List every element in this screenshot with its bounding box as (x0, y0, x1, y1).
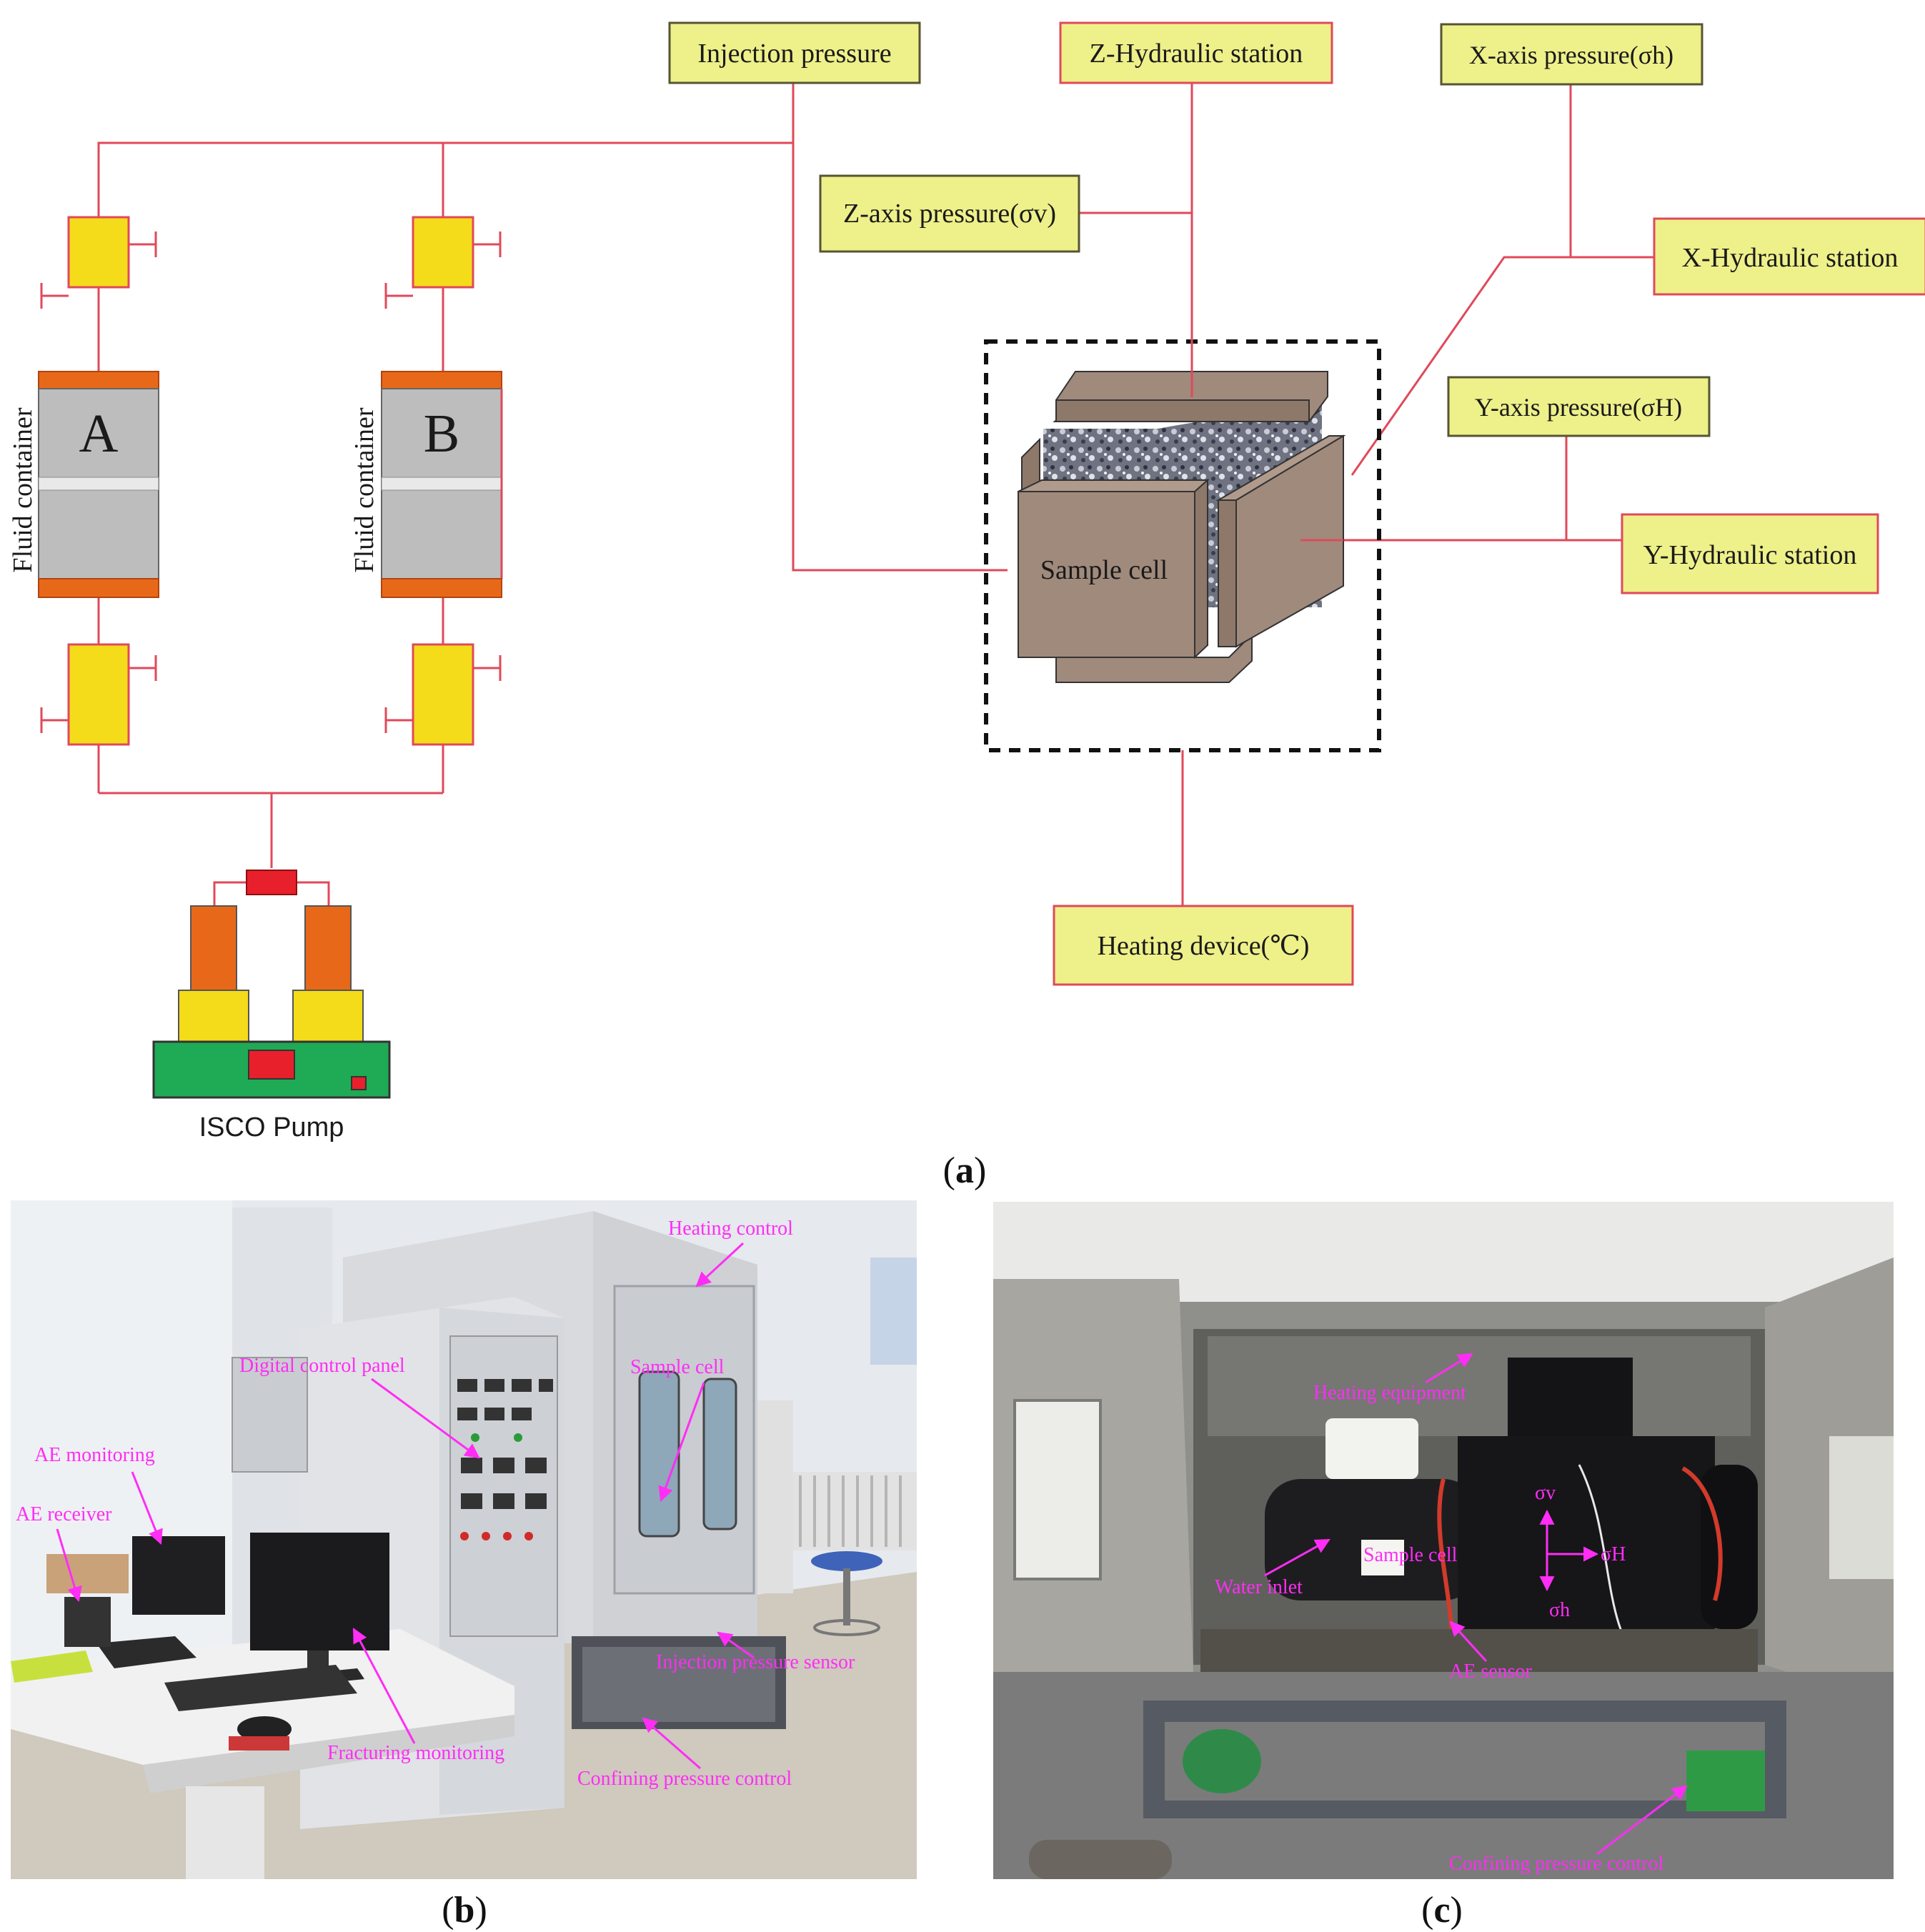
b-confining-pressure-control: Confining pressure control (577, 1768, 792, 1790)
svg-text:Z-axis pressure(σv): Z-axis pressure(σv) (843, 199, 1056, 229)
c-ae-sensor: AE sensor (1449, 1660, 1533, 1683)
svg-text:Z-Hydraulic station: Z-Hydraulic station (1090, 39, 1303, 69)
valves (40, 216, 502, 746)
b-injection-pressure-sensor: Injection pressure sensor (656, 1651, 855, 1673)
label-x-hydraulic-station: X-Hydraulic station (1653, 217, 1925, 296)
container-a-letter: A (79, 404, 119, 464)
b-ae-receiver: AE receiver (16, 1503, 112, 1525)
label-z-hydraulic-station: Z-Hydraulic station (1059, 21, 1333, 84)
c-confining-pressure-control: Confining pressure control (1449, 1853, 1663, 1875)
panel-c-photo: Heating equipment Sample cell Water inle… (993, 1202, 1894, 1931)
label-injection-pressure: Injection pressure (668, 21, 921, 84)
b-digital-control-panel: Digital control panel (239, 1355, 405, 1377)
panel-b-photo: Heating control Digital control panel Sa… (11, 1200, 917, 1931)
svg-text:Y-Hydraulic station: Y-Hydraulic station (1643, 540, 1857, 570)
label-x-axis-pressure: X-axis pressure(σh) (1440, 23, 1703, 86)
fluid-container-b-label: Fluid container (349, 407, 379, 572)
label-y-axis-pressure: Y-axis pressure(σH) (1447, 376, 1711, 437)
svg-text:X-Hydraulic station: X-Hydraulic station (1682, 243, 1899, 273)
c-sigma-v: σv (1535, 1482, 1556, 1504)
panel-b-annotations: Heating control Digital control panel Sa… (16, 1218, 855, 1790)
fluid-container-a-label: Fluid container (8, 407, 38, 572)
b-sample-cell: Sample cell (630, 1356, 725, 1378)
container-b-letter: B (424, 404, 460, 464)
caption-b: (b) (442, 1890, 487, 1931)
c-sample-cell: Sample cell (1363, 1544, 1458, 1566)
b-ae-monitoring: AE monitoring (34, 1444, 155, 1466)
svg-text:X-axis pressure(σh): X-axis pressure(σh) (1469, 41, 1673, 69)
isco-pump-label: ISCO Pump (199, 1112, 344, 1142)
b-fracturing-monitoring: Fracturing monitoring (327, 1742, 504, 1764)
valve-a-top (40, 216, 157, 309)
caption-c: (c) (1421, 1890, 1463, 1931)
svg-text:Y-axis pressure(σH): Y-axis pressure(σH) (1475, 393, 1682, 422)
fluid-container-b: B Fluid container (349, 371, 503, 598)
isco-pump: ISCO Pump (152, 870, 391, 1142)
svg-text:Heating device(℃): Heating device(℃) (1098, 931, 1310, 961)
valve-b-top (384, 216, 502, 309)
caption-a: (a) (943, 1150, 987, 1191)
c-heating-equipment: Heating equipment (1313, 1382, 1466, 1404)
c-sigma-h: σh (1549, 1599, 1570, 1621)
fluid-container-a: A Fluid container (8, 371, 159, 598)
valve-a-bottom (40, 643, 157, 746)
sample-cell-assembly: Sample cell (984, 339, 1381, 752)
b-heating-control: Heating control (668, 1218, 793, 1240)
valve-b-bottom (384, 643, 502, 746)
label-heating-device: Heating device(℃) (1053, 905, 1354, 986)
panel-a: A Fluid container B Fluid container ISCO… (8, 21, 1925, 1191)
c-water-inlet: Water inlet (1215, 1576, 1303, 1598)
panel-c-annotations: Heating equipment Sample cell Water inle… (1215, 1353, 1688, 1875)
c-sigma-H: σH (1601, 1543, 1626, 1565)
pipe-lines (97, 82, 1654, 906)
sample-cell-label: Sample cell (1040, 555, 1168, 585)
svg-text:Injection pressure: Injection pressure (697, 39, 891, 69)
label-z-axis-pressure: Z-axis pressure(σv) (819, 174, 1080, 253)
label-y-hydraulic-station: Y-Hydraulic station (1621, 513, 1879, 594)
